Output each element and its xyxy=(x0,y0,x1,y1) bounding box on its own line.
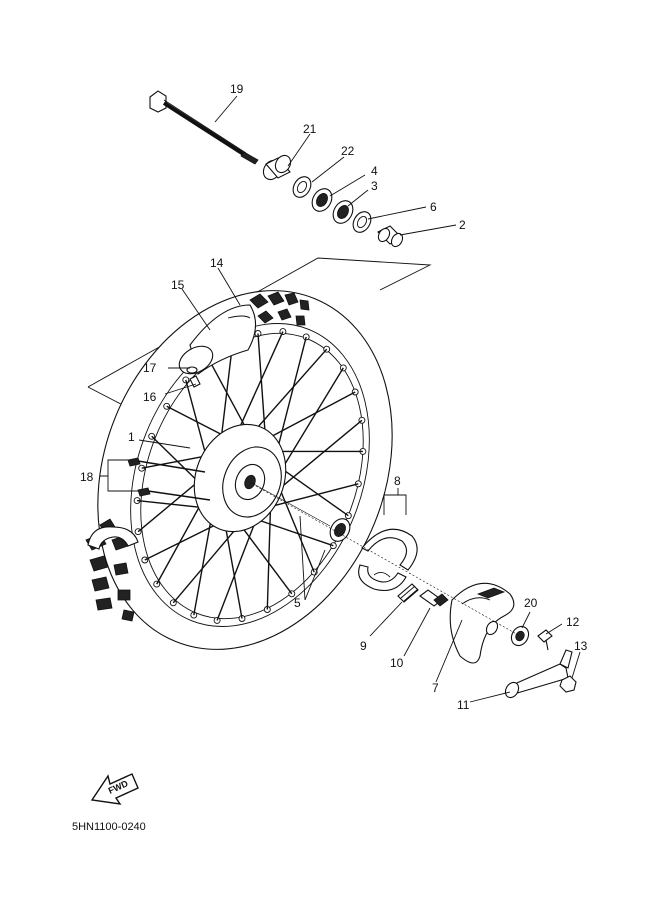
fwd-arrow-icon: FWD xyxy=(90,773,139,805)
spoke xyxy=(265,391,356,440)
callout-1: 1 xyxy=(128,430,135,444)
tire-section-cut xyxy=(87,526,139,550)
callout-7: 7 xyxy=(432,681,439,695)
brake-seal-5 xyxy=(329,518,351,542)
callout-12: 12 xyxy=(566,615,580,629)
callout-17: 17 xyxy=(143,361,157,375)
spoke xyxy=(239,524,293,595)
callout-4: 4 xyxy=(371,164,378,178)
bearing-4 xyxy=(311,188,333,212)
callout-3: 3 xyxy=(371,179,378,193)
spoke xyxy=(266,507,272,610)
brake-shoe-8 xyxy=(358,528,418,592)
nut-13 xyxy=(559,675,577,693)
callout-18: 18 xyxy=(80,470,94,484)
camshaft-9 xyxy=(397,583,419,603)
oil-seal-22 xyxy=(292,176,312,198)
callout-10: 10 xyxy=(390,656,404,670)
callout-5: 5 xyxy=(294,596,301,610)
diagram-code: 5HN1100-0240 xyxy=(72,821,146,833)
rim-outer xyxy=(130,323,370,627)
callout-19: 19 xyxy=(230,82,244,96)
spoke xyxy=(223,520,243,619)
axle-19 xyxy=(149,90,259,165)
collar-20 xyxy=(510,625,530,647)
collar-21 xyxy=(262,154,292,181)
spoke-set-18 xyxy=(127,457,211,501)
spoke-nipples xyxy=(133,328,367,624)
callout-6: 6 xyxy=(430,200,437,214)
bolt-12 xyxy=(537,629,553,651)
callout-16: 16 xyxy=(143,390,157,404)
callout-11: 11 xyxy=(457,698,470,712)
spoke xyxy=(233,331,284,441)
spoke xyxy=(216,519,257,621)
spoke xyxy=(250,348,328,436)
spoke xyxy=(144,520,225,561)
spoke xyxy=(276,336,307,451)
valve-nut-17 xyxy=(186,366,198,374)
callout-15: 15 xyxy=(171,278,185,292)
brake-plate-7 xyxy=(449,582,515,664)
oil-seal-6 xyxy=(352,211,372,233)
spoke xyxy=(207,357,251,436)
camshaft-10 xyxy=(419,589,449,607)
wheel-assembly xyxy=(85,290,393,650)
callout-8: 8 xyxy=(394,474,401,488)
leader-lines xyxy=(100,95,581,703)
callout-9: 9 xyxy=(360,639,367,653)
bearing-3 xyxy=(332,200,354,224)
spoke xyxy=(172,524,240,604)
spacer-2 xyxy=(377,225,404,248)
spokes xyxy=(137,331,363,621)
callout-21: 21 xyxy=(303,122,317,136)
brake-lever-11 xyxy=(504,649,573,699)
callout-13: 13 xyxy=(574,639,588,653)
valve-cap-16 xyxy=(189,375,201,388)
rim-band-15 xyxy=(178,345,214,375)
callout-2: 2 xyxy=(459,218,466,232)
callout-22: 22 xyxy=(341,144,355,158)
spoke xyxy=(257,333,267,439)
callout-labels: 19 21 22 4 3 6 2 14 15 17 16 1 18 8 5 9 … xyxy=(80,82,588,712)
callout-20: 20 xyxy=(524,596,538,610)
callout-14: 14 xyxy=(210,256,224,270)
spoke xyxy=(279,419,363,489)
